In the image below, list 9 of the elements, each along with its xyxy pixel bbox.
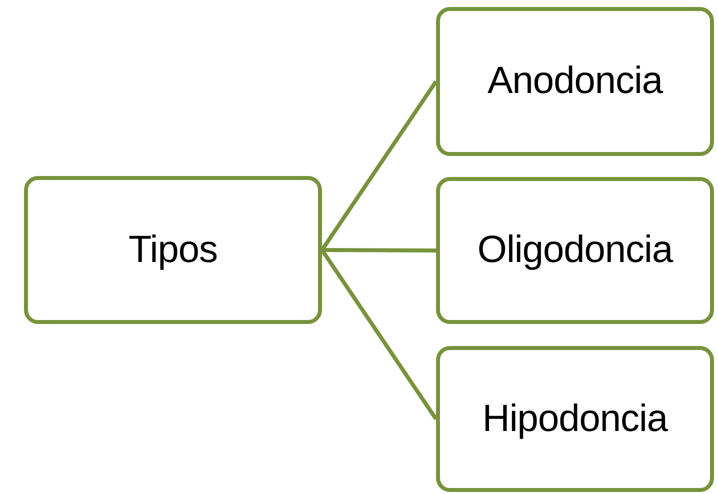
category-box <box>436 7 714 156</box>
box-label: Oligodoncia <box>477 229 673 272</box>
box-label: Anodoncia <box>487 60 663 103</box>
connector-line <box>322 248 436 252</box>
box-label: Hipodoncia <box>482 398 668 440</box>
category-box <box>436 346 714 492</box>
box-label: Tipos <box>128 228 218 272</box>
category-box <box>24 176 322 324</box>
category-box <box>436 177 714 324</box>
